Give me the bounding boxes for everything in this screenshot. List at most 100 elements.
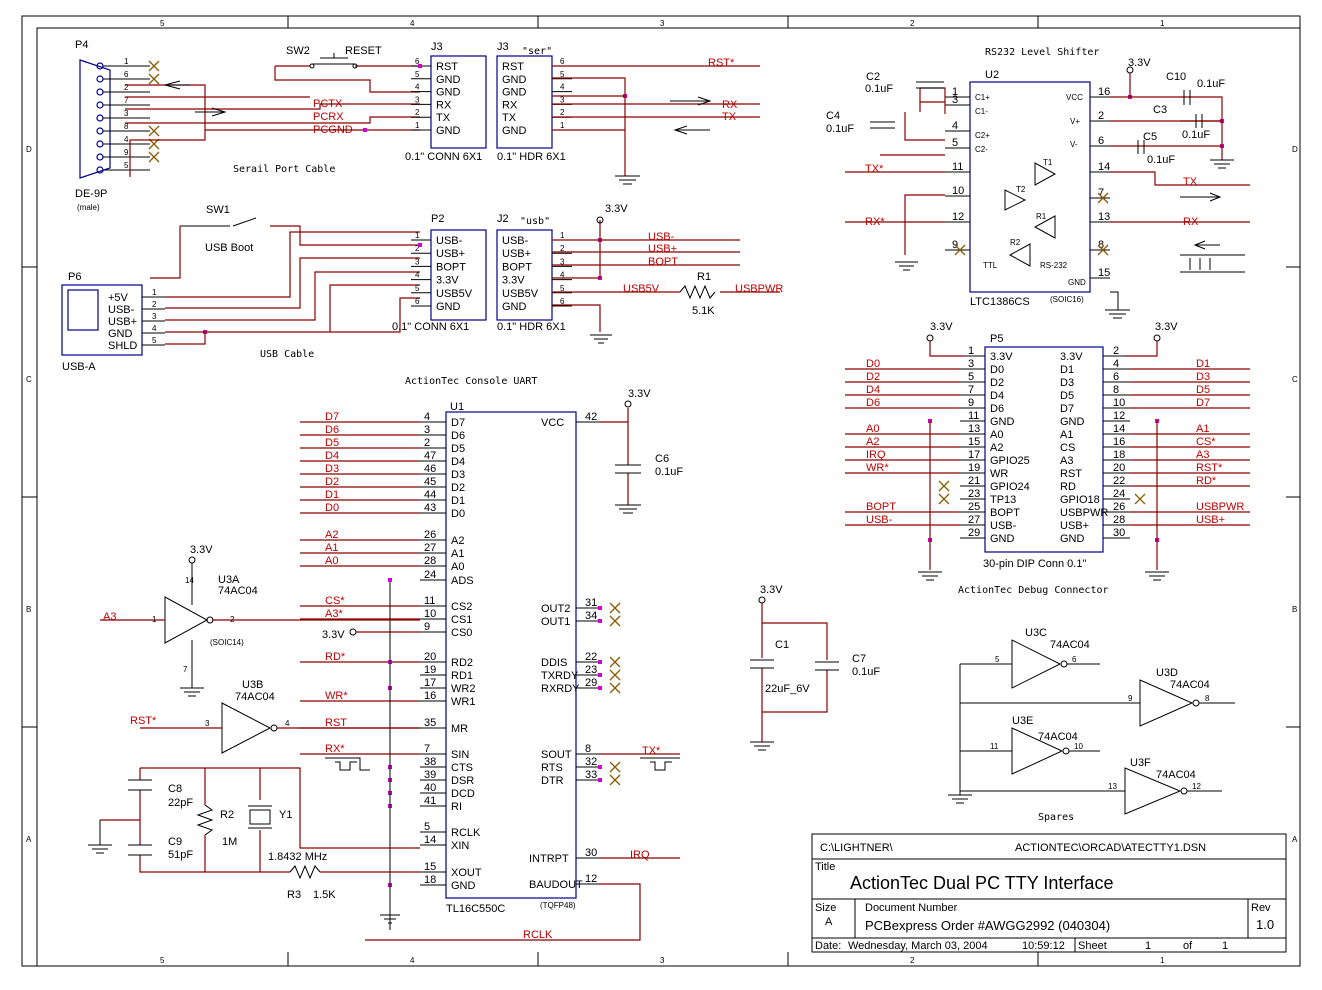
svg-text:13: 13 [1108,782,1117,791]
pin-number: 35 [424,717,436,729]
ground-icon [918,571,1169,581]
svg-text:3: 3 [205,719,210,728]
pin-circle [96,75,104,83]
net-label: A3* [325,608,343,620]
no-connect-mark [1134,493,1146,505]
pin-number: 39 [424,769,436,781]
svg-text:10:59:12: 10:59:12 [1022,940,1065,952]
svg-text:R2: R2 [1010,238,1021,247]
pin-number: 42 [585,411,597,423]
pin-label: RD1 [451,670,473,682]
pin-number: 8 [1098,239,1104,251]
svg-text:LTC1386CS: LTC1386CS [970,296,1030,308]
pin-number: 5 [560,70,565,79]
svg-text:GND: GND [1068,278,1086,287]
pin-number: 44 [424,489,436,501]
net-label: D5 [325,437,339,449]
svg-text:0.1" HDR 6X1: 0.1" HDR 6X1 [497,151,566,163]
svg-text:U3F: U3F [1130,757,1151,769]
net-label: D7 [1196,397,1210,409]
net-label: D0 [866,358,880,370]
no-connect-mark [1097,244,1109,256]
p4-ref: P4 [75,39,88,51]
pin-number: 6 [415,297,420,306]
serial-wires [125,84,420,177]
pin-circle [96,140,104,148]
pin-label: GPIO24 [990,481,1030,493]
arrow-icons [1180,192,1222,250]
pin-number: 12 [1113,410,1125,422]
pin-number: 6 [1098,135,1104,147]
pin-circle [96,166,104,174]
svg-text:U3A: U3A [218,574,240,586]
pin-label: WR [990,468,1008,480]
svg-text:10: 10 [1074,742,1083,751]
pin-number: 10 [952,185,964,197]
pin-number: 28 [424,555,436,567]
svg-text:0.1uF: 0.1uF [655,466,683,478]
p5-debug-connector: ActionTec Debug Connector P5 30-pin DIP … [845,321,1250,596]
pin-number: 2 [424,437,430,449]
pin-label: GND [502,301,527,313]
pin-number: 16 [1098,86,1110,98]
pin-number: 14 [424,834,436,846]
svg-text:74AC04: 74AC04 [218,585,258,597]
net-label: RST [325,717,347,729]
svg-text:C9: C9 [168,836,182,848]
svg-text:1.8432 MHz: 1.8432 MHz [268,851,327,863]
net-label: RD* [325,651,346,663]
pin-circle [96,88,104,96]
no-connect-mark [609,615,621,627]
svg-text:RX: RX [1183,216,1199,228]
pin-number: 20 [1113,462,1125,474]
pin-label: TX [436,112,451,124]
pin-number: 9 [124,148,129,157]
pin-label: SOUT [541,749,572,761]
pin-label: RD2 [451,657,473,669]
pin-label: GND [990,533,1015,545]
pin-number: 7 [1098,187,1104,199]
pin-label: D2 [990,377,1004,389]
pin-number: 1 [560,121,565,130]
pin-label: SIN [451,749,469,761]
pin-label: TP13 [990,494,1016,506]
pin-number: 16 [1113,436,1125,448]
pin-number: 11 [424,595,435,607]
pin-label: 3.3V [1060,351,1083,363]
ground-icon [895,261,1130,319]
pin-label: TXRDY [541,670,579,682]
pin-label: D1 [1060,364,1074,376]
svg-text:RX: RX [722,99,738,111]
pin-label: BOPT [990,507,1020,519]
pin-number: 23 [585,664,597,676]
pin-number: 13 [968,423,980,435]
zone-label: 3 [660,956,665,965]
pin-label: BOPT [436,261,466,273]
svg-text:T2: T2 [1016,185,1026,194]
pin-label: DSR [451,775,474,787]
pin-number: 19 [424,664,436,676]
no-connect-mark [148,138,160,150]
pin-label: OUT2 [541,603,570,615]
svg-text:U3D: U3D [1156,667,1178,679]
svg-text:0.1uF: 0.1uF [1197,78,1225,90]
pin-number: 31 [585,597,597,609]
pin-label: RX [502,99,518,111]
pin-label: RST [1060,468,1082,480]
pin-number: 26 [1113,501,1125,513]
svg-text:8: 8 [1205,694,1210,703]
pin-number: 1 [124,57,129,66]
net-label: A2 [866,436,879,448]
tb-title: ActionTec Dual PC TTY Interface [850,873,1113,893]
pin-number: 46 [424,463,436,475]
svg-text:3.3V: 3.3V [190,544,213,556]
pin-label: D6 [990,403,1004,415]
pin-label: CS0 [451,627,472,639]
pin-number: 4 [560,83,565,92]
pin-label: A1 [451,548,464,560]
pin-number: 6 [124,70,129,79]
pin-label: DTR [541,775,564,787]
